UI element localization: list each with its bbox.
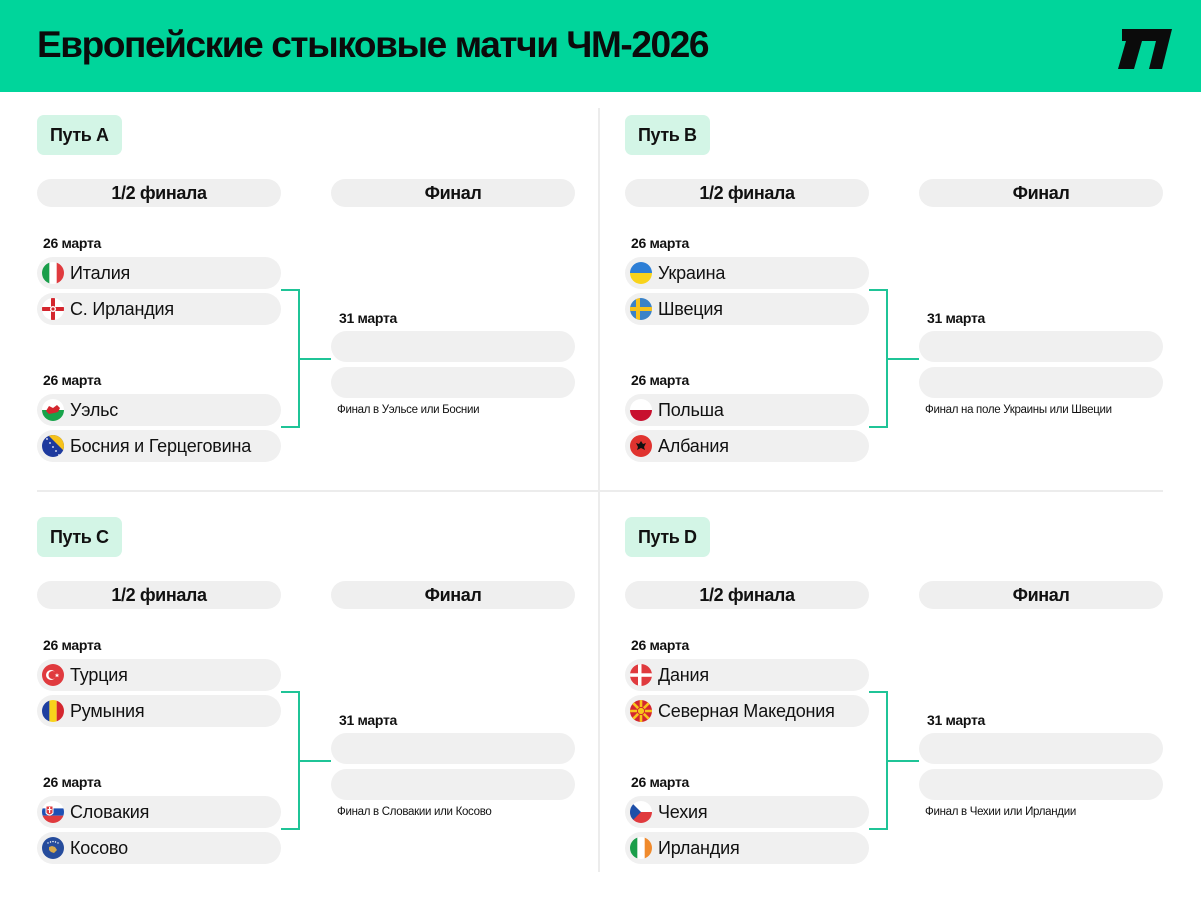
ukraine-flag-icon (630, 262, 652, 284)
final-date: 31 марта (339, 310, 398, 326)
path-c-bracket: Путь C 1/2 финала Финал 26 марта Турция … (37, 517, 577, 897)
ireland-flag-icon (630, 837, 652, 859)
final-slot-empty (331, 769, 575, 800)
czechia-flag-icon (630, 801, 652, 823)
final-date: 31 марта (339, 712, 398, 728)
match-date: 26 марта (43, 235, 102, 251)
final-header: Финал (331, 581, 575, 609)
north-macedonia-flag-icon (630, 700, 652, 722)
team-name: Дания (658, 665, 709, 685)
final-header: Финал (331, 179, 575, 207)
final-date: 31 марта (927, 310, 986, 326)
kosovo-flag-icon (42, 837, 64, 859)
albania-flag-icon (630, 435, 652, 457)
team-pill: Швеция (625, 293, 869, 325)
final-slot-empty (919, 331, 1163, 362)
team-name: Чехия (658, 802, 708, 822)
team-name: Польша (658, 400, 724, 420)
team-pill: Косово (37, 832, 281, 864)
team-name: Турция (70, 665, 128, 685)
semifinal-header: 1/2 финала (37, 581, 281, 609)
team-name: С. Ирландия (70, 299, 174, 319)
path-label: Путь C (37, 517, 122, 557)
path-label: Путь А (37, 115, 122, 155)
final-slot-empty (919, 733, 1163, 764)
italy-flag-icon (42, 262, 64, 284)
bracket-connector (281, 691, 333, 830)
team-name: Босния и Герцеговина (70, 436, 252, 456)
match-date: 26 марта (43, 774, 102, 790)
team-pill: Словакия (37, 796, 281, 828)
team-name: Косово (70, 838, 128, 858)
path-d-bracket: Путь D 1/2 финала Финал 26 марта Дания С… (625, 517, 1165, 897)
bosnia-flag-icon (42, 435, 64, 457)
bracket-connector (281, 289, 333, 428)
path-b-bracket: Путь B 1/2 финала Финал 26 марта Украина… (625, 115, 1165, 495)
semifinal-header: 1/2 финала (37, 179, 281, 207)
final-slot-empty (331, 331, 575, 362)
team-pill: Италия (37, 257, 281, 289)
team-pill: С. Ирландия (37, 293, 281, 325)
wales-flag-icon (42, 399, 64, 421)
turkey-flag-icon (42, 664, 64, 686)
n-logo-icon (1118, 29, 1172, 69)
header-banner: Европейские стыковые матчи ЧМ-2026 (0, 0, 1201, 92)
team-name: Уэльс (70, 400, 119, 420)
team-pill: Уэльс (37, 394, 281, 426)
bracket-connector (869, 289, 921, 428)
team-pill: Польша (625, 394, 869, 426)
team-name: Украина (658, 263, 726, 283)
team-name: Ирландия (658, 838, 740, 858)
team-pill: Дания (625, 659, 869, 691)
poland-flag-icon (630, 399, 652, 421)
bracket-connector (869, 691, 921, 830)
team-pill: Северная Македония (625, 695, 869, 727)
match-date: 26 марта (631, 637, 690, 653)
semifinal-header: 1/2 финала (625, 179, 869, 207)
team-name: Швеция (658, 299, 723, 319)
slovakia-flag-icon (42, 801, 64, 823)
page-title: Европейские стыковые матчи ЧМ-2026 (37, 24, 709, 65)
final-venue-note: Финал в Чехии или Ирландии (925, 806, 1076, 818)
team-name: Италия (70, 263, 131, 283)
final-slot-empty (919, 367, 1163, 398)
match-date: 26 марта (43, 372, 102, 388)
team-pill: Босния и Герцеговина (37, 430, 281, 462)
final-date: 31 марта (927, 712, 986, 728)
final-slot-empty (919, 769, 1163, 800)
final-venue-note: Финал в Словакии или Косово (337, 806, 492, 818)
team-pill: Албания (625, 430, 869, 462)
path-a-bracket: Путь А 1/2 финала Финал 26 марта Италия … (37, 115, 577, 495)
denmark-flag-icon (630, 664, 652, 686)
team-name: Словакия (70, 802, 150, 822)
final-slot-empty (331, 733, 575, 764)
team-name: Румыния (70, 701, 145, 721)
horizontal-divider (37, 490, 1163, 492)
team-pill: Ирландия (625, 832, 869, 864)
path-label: Путь B (625, 115, 710, 155)
match-date: 26 марта (631, 235, 690, 251)
team-name: Северная Македония (658, 701, 835, 721)
northern-ireland-flag-icon (42, 298, 64, 320)
match-date: 26 марта (43, 637, 102, 653)
path-label: Путь D (625, 517, 710, 557)
team-pill: Чехия (625, 796, 869, 828)
team-pill: Украина (625, 257, 869, 289)
team-pill: Румыния (37, 695, 281, 727)
sweden-flag-icon (630, 298, 652, 320)
final-header: Финал (919, 179, 1163, 207)
final-venue-note: Финал на поле Украины или Швеции (925, 404, 1112, 416)
romania-flag-icon (42, 700, 64, 722)
final-header: Финал (919, 581, 1163, 609)
semifinal-header: 1/2 финала (625, 581, 869, 609)
match-date: 26 марта (631, 774, 690, 790)
final-venue-note: Финал в Уэльсе или Боснии (337, 404, 480, 416)
match-date: 26 марта (631, 372, 690, 388)
team-pill: Турция (37, 659, 281, 691)
final-slot-empty (331, 367, 575, 398)
team-name: Албания (658, 436, 729, 456)
